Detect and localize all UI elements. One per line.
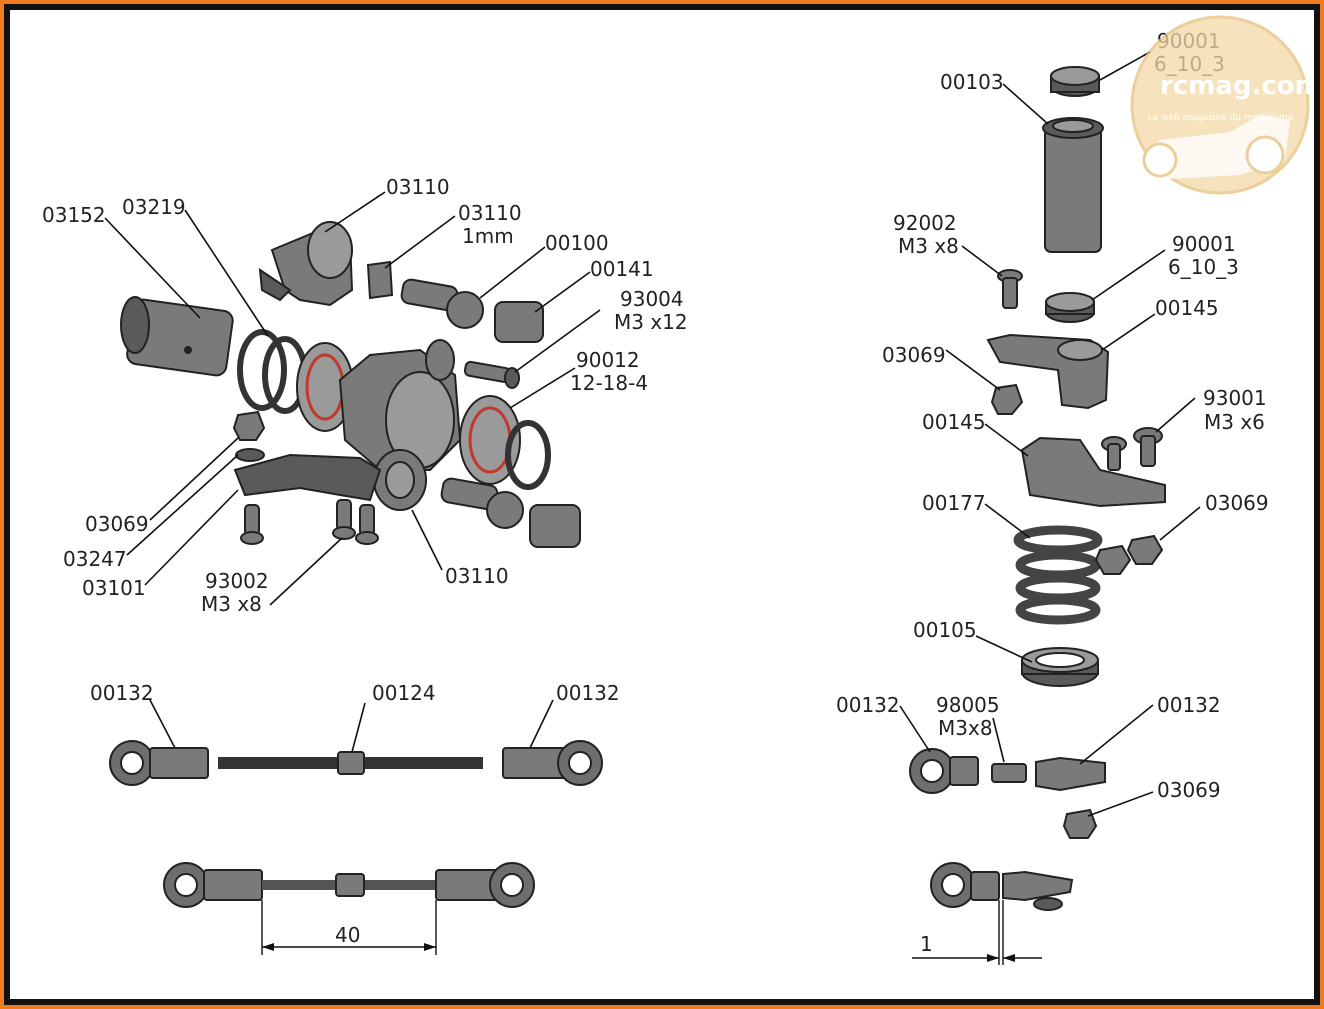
label-03069-right-mid: 03069 <box>1205 491 1269 515</box>
o-ring-part <box>237 329 287 411</box>
watermark-tagline: Le web magazine du modélisme <box>1148 112 1294 123</box>
label-90001-mid: 90001 <box>1172 232 1236 256</box>
label-93002-sub: M3 x8 <box>201 592 262 616</box>
label-93002: 93002 <box>205 569 269 593</box>
label-03219: 03219 <box>122 195 186 219</box>
screw-part <box>463 360 520 389</box>
exploded-parts-diagram: 03110 03110 1mm 03152 03219 00100 00141 … <box>42 15 1312 965</box>
label-90012-sub: 12-18-4 <box>570 371 648 395</box>
dimension-40-label: 40 <box>335 923 360 947</box>
label-92002-sub: M3 x8 <box>898 234 959 258</box>
label-00124: 00124 <box>372 681 436 705</box>
label-90001-mid-sub: 6_10_3 <box>1168 255 1239 279</box>
label-98005-sub: M3x8 <box>938 716 993 740</box>
label-00132-right-right: 00132 <box>1157 693 1221 717</box>
turnbuckle-assembled <box>163 862 535 908</box>
left-leaders <box>104 191 601 606</box>
label-93004-sub: M3 x12 <box>614 310 688 334</box>
dimension-40 <box>261 900 437 955</box>
label-93004: 93004 <box>620 287 684 311</box>
axle-sleeve-part <box>120 296 234 377</box>
dimension-1-label: 1 <box>920 932 933 956</box>
ball-stud-part <box>440 477 581 548</box>
left-labels: 03110 03110 1mm 03152 03219 00100 00141 … <box>42 175 688 616</box>
ball-stud-part <box>400 278 484 329</box>
label-00105: 00105 <box>913 618 977 642</box>
label-03152: 03152 <box>42 203 106 227</box>
bearing-part <box>459 395 521 485</box>
label-00132-right-left: 00132 <box>836 693 900 717</box>
label-03069-left: 03069 <box>85 512 149 536</box>
label-00103: 00103 <box>940 70 1004 94</box>
right-labels: 90001 6_10_3 00103 92002 M3 x8 90001 6_1… <box>836 29 1269 802</box>
diagram-frame: 03110 03110 1mm 03152 03219 00100 00141 … <box>4 4 1320 1005</box>
label-03069-right-lower: 03069 <box>1157 778 1221 802</box>
label-03101: 03101 <box>82 576 146 600</box>
nut-part <box>494 301 544 343</box>
right-assembly <box>909 66 1166 911</box>
watermark-site: rcmag.com <box>1160 71 1312 101</box>
label-00145-lower: 00145 <box>922 410 986 434</box>
o-ring-part <box>505 420 551 490</box>
label-03110-top: 03110 <box>386 175 450 199</box>
label-00100: 00100 <box>545 231 609 255</box>
ball-part <box>232 410 266 462</box>
label-03110-shim: 03110 <box>458 201 522 225</box>
label-00141: 00141 <box>590 257 654 281</box>
left-assembly <box>120 221 581 548</box>
label-93001: 93001 <box>1203 386 1267 410</box>
label-03110-bottom: 03110 <box>445 564 509 588</box>
label-00132-right: 00132 <box>556 681 620 705</box>
label-92002: 92002 <box>893 211 957 235</box>
carbon-plate-part <box>233 453 382 502</box>
label-98005: 98005 <box>936 693 1000 717</box>
turnbuckle-leaders <box>149 699 554 753</box>
label-93001-sub: M3 x6 <box>1204 410 1265 434</box>
turnbuckle-exploded <box>109 740 603 786</box>
dimension-1 <box>912 900 1042 965</box>
right-leaders <box>899 51 1201 817</box>
label-00177: 00177 <box>922 491 986 515</box>
screw-part <box>240 499 379 545</box>
hub-body-part <box>338 339 462 511</box>
label-00145-upper: 00145 <box>1155 296 1219 320</box>
clamp-part <box>258 221 354 307</box>
label-03110-shim-sub: 1mm <box>462 224 514 248</box>
rcmag-watermark: rcmag.com Le web magazine du modélisme <box>1130 15 1312 195</box>
label-03069-right-upper: 03069 <box>882 343 946 367</box>
label-00132-left: 00132 <box>90 681 154 705</box>
label-90012: 90012 <box>576 348 640 372</box>
shim-part <box>366 260 394 300</box>
label-03247: 03247 <box>63 547 127 571</box>
